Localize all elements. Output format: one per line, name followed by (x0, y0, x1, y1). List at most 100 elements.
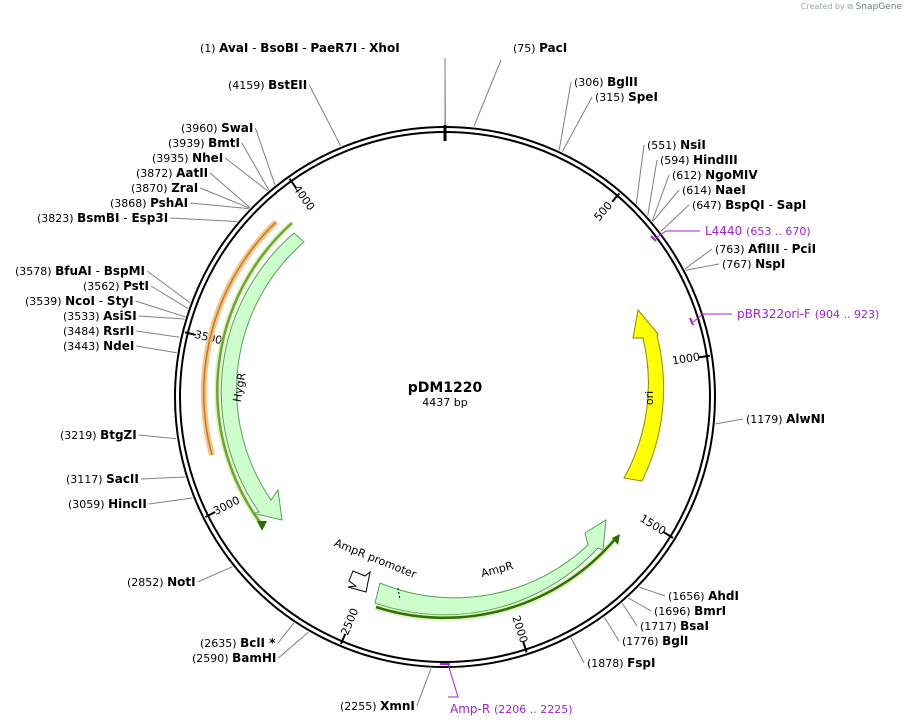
enzyme-label[interactable]: (75) PacI (513, 41, 567, 55)
enzyme-name: StyI (107, 294, 134, 308)
enzyme-name: BmrI (694, 604, 726, 618)
enzyme-leader-line (209, 172, 251, 208)
enzyme-label[interactable]: (3533) AsiSI (63, 309, 137, 323)
tick-mark (698, 354, 710, 359)
enzyme-label[interactable]: (3935) NheI (152, 151, 223, 165)
ampr-feature-label: AmpR (480, 559, 515, 580)
pbr322ori-f-primer-mark (689, 317, 694, 326)
ampr-promoter-arrow[interactable] (347, 570, 371, 593)
enzyme-label[interactable]: (1776) BglI (622, 634, 688, 648)
enzyme-label[interactable]: (1878) FspI (587, 656, 655, 670)
ampr-strand-arrow (375, 537, 617, 620)
enzyme-name: NspI (755, 257, 785, 271)
enzyme-name: BclI * (240, 636, 276, 650)
enzyme-label[interactable]: (306) BglII (574, 75, 638, 89)
enzyme-label[interactable]: (614) NaeI (682, 183, 746, 197)
enzyme-label[interactable]: (594) HindIII (660, 153, 738, 167)
enzyme-name: NdeI (103, 339, 134, 353)
enzyme-leader-line (136, 330, 180, 338)
enzyme-name: BspQI (725, 198, 765, 212)
ori-feature-label: ori (643, 391, 656, 405)
enzyme-name: AatII (176, 166, 208, 180)
enzyme-label[interactable]: (3443) NdeI (63, 339, 134, 353)
enzyme-name: NotI (167, 575, 196, 589)
enzyme-name: HincII (108, 497, 147, 511)
primer-name: pBR322ori-F (737, 307, 815, 321)
enzyme-label[interactable]: (2852) NotI (127, 575, 196, 589)
enzyme-label[interactable]: (551) NsiI (647, 138, 706, 152)
enzyme-leader-line (150, 285, 189, 309)
hygr-feature-label: HygR (231, 371, 249, 403)
enzyme-leader-line (651, 174, 670, 222)
tick-label: 4000 (290, 183, 317, 213)
enzyme-name: SapI (777, 198, 807, 212)
ori-feature-arrow[interactable] (623, 308, 665, 482)
enzyme-label[interactable]: (3117) SacII (66, 472, 139, 486)
enzyme-name: AsiSI (103, 309, 137, 323)
primer-range: (653 .. 670) (746, 225, 811, 238)
enzyme-leader-line (224, 157, 268, 192)
enzyme-name: NgoMIV (705, 168, 758, 182)
primer-label[interactable]: L4440 (653 .. 670) (705, 224, 811, 238)
enzyme-name: NsiI (680, 138, 706, 152)
enzyme-label[interactable]: (2590) BamHI (192, 651, 276, 665)
enzyme-name: AlwNI (786, 412, 825, 426)
enzyme-label[interactable]: (3059) HincII (68, 497, 147, 511)
enzyme-leader-line (652, 189, 680, 222)
enzyme-leader-line (170, 217, 238, 222)
enzyme-label[interactable]: (3872) AatII (136, 166, 208, 180)
enzyme-label[interactable]: (1179) AlwNI (746, 412, 825, 426)
enzyme-label[interactable]: (3578) BfuAI - BspMI (15, 264, 145, 278)
enzyme-label[interactable]: (1656) AhdI (668, 589, 739, 603)
enzyme-label[interactable]: (2255) XmnI (340, 699, 415, 713)
snapgene-branding: Created by ⧉ SnapGene (801, 2, 902, 12)
enzyme-leader-line (473, 59, 502, 127)
enzyme-name: AvaI (219, 41, 248, 55)
enzyme-label[interactable]: (767) NspI (722, 257, 785, 271)
enzyme-label[interactable]: (1717) BsaI (640, 619, 709, 633)
feature-layer (200, 219, 694, 665)
enzyme-label[interactable]: (4159) BstEII (228, 78, 307, 92)
enzyme-leader-line (635, 144, 645, 204)
snapgene-logo-icon: ⧉ (847, 2, 854, 11)
hygr-feature-arrow[interactable] (220, 232, 305, 521)
snapgene-product-name: SnapGene (855, 2, 902, 12)
enzyme-label[interactable]: (3562) PstI (83, 279, 149, 293)
enzyme-name: BmtI (208, 136, 240, 150)
enzyme-name: RsrII (103, 324, 134, 338)
enzyme-labels: (1) AvaI - BsoBI - PaeR7I - XhoI (75) Pac… (15, 41, 825, 713)
tick-label: 500 (592, 199, 616, 223)
enzyme-leader-line (621, 602, 638, 627)
enzyme-leader-line (278, 631, 309, 659)
enzyme-label[interactable]: (612) NgoMIV (672, 168, 758, 182)
enzyme-label[interactable]: (3484) RsrII (63, 324, 134, 338)
enzyme-label[interactable]: (647) BspQI - SapI (692, 198, 806, 212)
enzyme-label[interactable]: (3823) BsmBI - Esp3I (37, 211, 168, 225)
enzyme-leader-line (570, 637, 585, 664)
enzyme-label[interactable]: (3960) SwaI (181, 121, 253, 135)
primer-label[interactable]: pBR322ori-F (904 .. 923) (737, 307, 879, 321)
enzyme-leader-line (561, 96, 593, 152)
enzyme-name: PshAI (150, 196, 188, 210)
enzyme-leader-line (136, 345, 177, 354)
enzyme-label[interactable]: (315) SpeI (595, 90, 658, 104)
enzyme-label[interactable]: (763) AflIII - PciI (715, 242, 816, 256)
primer-label[interactable]: Amp-R (2206 .. 2225) (450, 702, 573, 716)
enzyme-label[interactable]: (3868) PshAI (110, 196, 188, 210)
enzyme-label[interactable]: (3539) NcoI - StyI (25, 294, 134, 308)
enzyme-leader-line (197, 566, 233, 583)
enzyme-label[interactable]: (3219) BtgZI (60, 428, 137, 442)
enzyme-label[interactable]: (3939) BmtI (168, 136, 240, 150)
enzyme-label[interactable]: (3870) ZraI (131, 181, 198, 195)
primer-range: (904 .. 923) (815, 308, 880, 321)
enzyme-label[interactable]: (1) AvaI - BsoBI - PaeR7I - XhoI (200, 41, 400, 55)
ampr-strand-arrowhead (612, 534, 620, 545)
enzyme-name: SacII (106, 472, 139, 486)
enzyme-name: XhoI (369, 41, 400, 55)
tick-label: 1500 (638, 512, 669, 538)
enzyme-label[interactable]: (1696) BmrI (654, 604, 726, 618)
enzyme-label[interactable]: (2635) BclI * (200, 636, 276, 650)
tick-label: 2500 (338, 606, 361, 637)
orange-feature-arc-core (202, 221, 277, 456)
primer-name: Amp-R (450, 702, 494, 716)
